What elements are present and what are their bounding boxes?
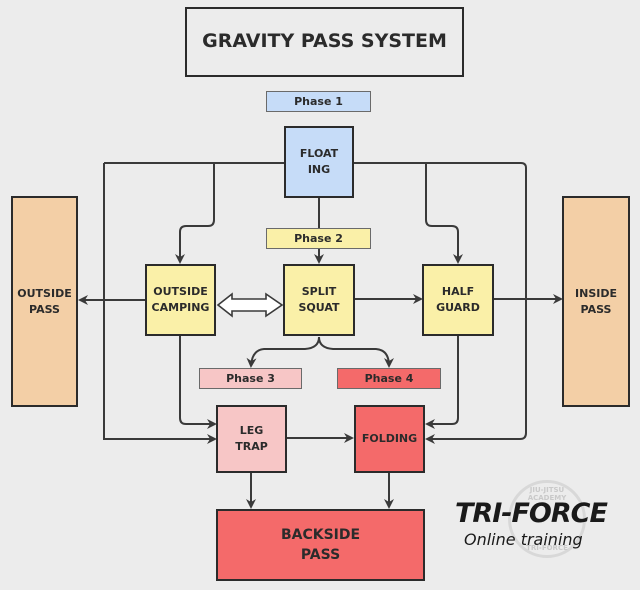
node-outside-camping: OUTSIDE CAMPING [145,264,216,336]
node-floating: FLOAT ING [284,126,354,198]
edge-floating-half-guard [425,163,463,264]
edge-floating-leg-trap [103,163,217,444]
edge-outside-camping-leg-trap [179,335,217,429]
edge-outside-camping-split-squat-bidirectional [216,292,284,318]
node-backside-pass: BACKSIDE PASS [216,509,425,581]
phase-1-label: Phase 1 [266,91,371,112]
diagram-title: GRAVITY PASS SYSTEM [185,7,464,77]
edge-floating-bus-right [353,162,527,169]
node-split-squat: SPLIT SQUAT [283,264,355,336]
logo-brand-text: TRI-FORCE [455,498,608,529]
node-inside-pass: INSIDE PASS [562,196,630,407]
edge-split-squat-phase4 [318,336,394,368]
edge-half-guard-folding [425,335,459,429]
node-half-guard: HALF GUARD [422,264,494,336]
node-outside-pass: OUTSIDE PASS [11,196,78,407]
phase-4-label: Phase 4 [337,368,441,389]
edge-floating-outside-camping [175,163,215,264]
node-folding: FOLDING [354,405,425,473]
phase-2-label: Phase 2 [266,228,371,249]
logo-tagline: Online training [464,530,583,549]
edge-floating-folding [425,168,527,444]
academy-seal-icon: JIU-JITSU ACADEMY TRI-FORCE [508,480,586,558]
node-leg-trap: LEG TRAP [216,405,287,473]
tri-force-logo: JIU-JITSU ACADEMY TRI-FORCE TRI-FORCE On… [450,480,640,590]
phase-3-label: Phase 3 [199,368,302,389]
edge-split-squat-phase3 [246,336,320,368]
